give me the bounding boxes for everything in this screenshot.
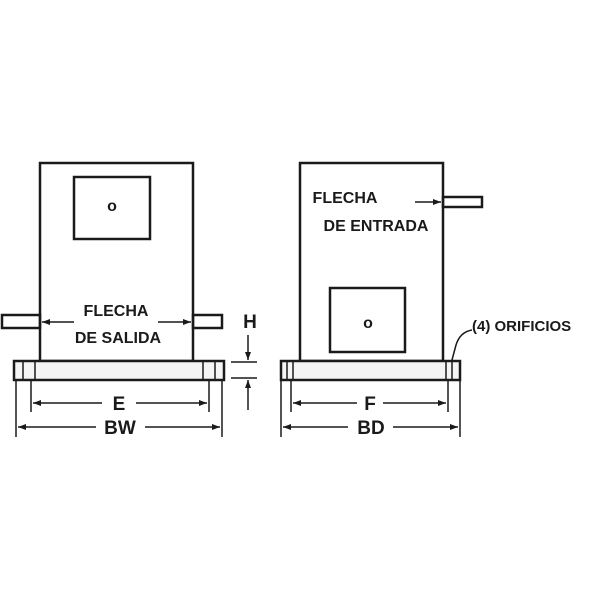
input-shaft-label-2: DE ENTRADA [324,218,429,235]
side-indicator: o [363,315,373,332]
output-shaft-label-2: DE SALIDA [75,330,162,347]
side-view: o FLECHA DE ENTRADA (4) ORIFICIOS F BD [279,161,571,439]
input-shaft-label-1: FLECHA [313,190,378,207]
dim-bd-label: BD [357,418,384,439]
output-shaft-right [191,313,224,330]
input-shaft [441,195,484,209]
output-shaft-left [0,313,42,330]
dim-h-label: H [243,312,257,333]
front-indicator: o [107,198,117,215]
front-nameplate [72,175,152,241]
output-shaft-label-1: FLECHA [84,303,149,320]
front-view: o FLECHA DE SALIDA E BW H [0,161,257,439]
holes-label: (4) ORIFICIOS [472,318,571,335]
dim-e-label: E [113,394,126,415]
side-base-plate [279,359,462,382]
side-nameplate [328,286,407,354]
dim-bw-label: BW [104,418,136,439]
holes-leader [451,329,473,361]
dim-f-label: F [364,394,376,415]
front-base-plate [12,359,226,382]
